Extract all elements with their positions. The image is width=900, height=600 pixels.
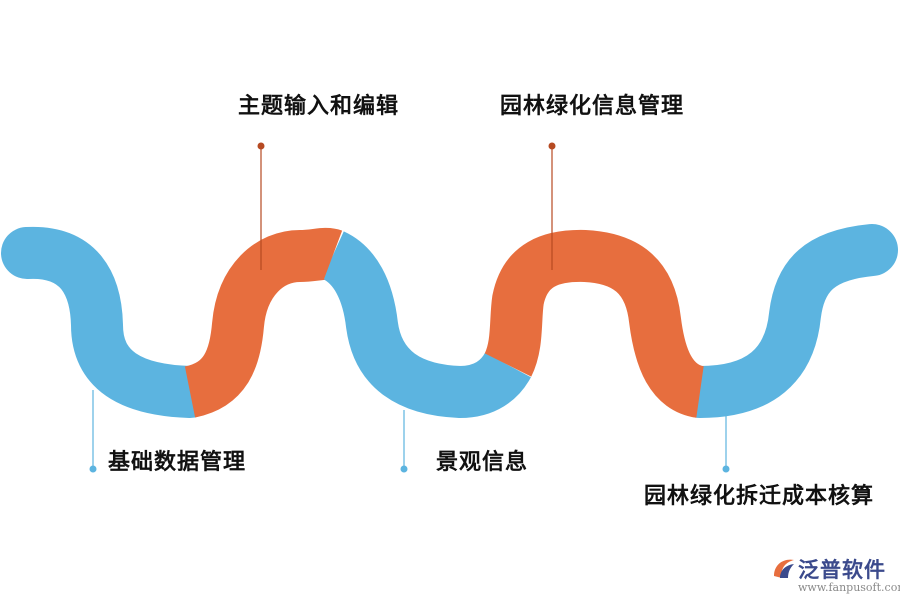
logo-name: 泛普软件 — [798, 558, 886, 582]
wave-segment-right — [674, 224, 898, 418]
logo-url: www.fanpusoft.com — [798, 581, 900, 594]
connector-dot-bottom-3 — [722, 465, 730, 473]
label-basic-data-management: 基础数据管理 — [108, 450, 247, 475]
fanpu-logo-icon — [774, 559, 794, 578]
connector-dot-bottom-2 — [400, 465, 408, 473]
label-landscape-info: 景观信息 — [436, 450, 529, 475]
label-garden-info-management: 园林绿化信息管理 — [500, 94, 685, 119]
label-topic-input-edit: 主题输入和编辑 — [238, 94, 400, 119]
connector-dot-top-2 — [548, 142, 556, 150]
wave-segment-orange-2 — [484, 229, 707, 418]
connector-dot-top-1 — [257, 142, 265, 150]
wave-segment-orange-1 — [183, 227, 343, 418]
label-demolition-cost-accounting: 园林绿化拆迁成本核算 — [644, 484, 875, 509]
wave-segment-middle — [320, 231, 531, 419]
fanpu-logo: 泛普软件 www.fanpusoft.com — [770, 552, 900, 596]
wave-segment-left — [1, 226, 216, 418]
connector-dot-bottom-1 — [89, 465, 97, 473]
